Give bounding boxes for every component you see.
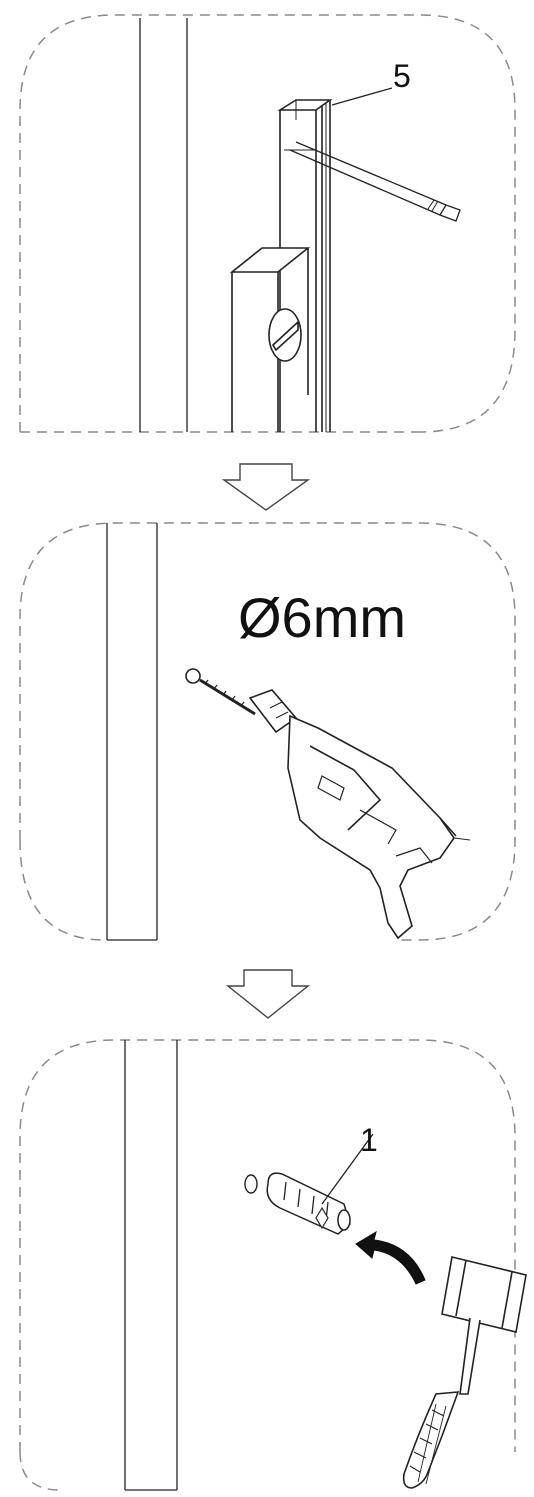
step-1-illustration <box>19 14 516 433</box>
step-2-illustration <box>19 522 516 941</box>
down-arrow-2 <box>0 968 534 1020</box>
down-arrow-icon <box>226 969 310 1019</box>
step-2-panel: Ø6mm <box>0 518 534 948</box>
wall-plug-icon <box>266 1172 351 1235</box>
dashed-frame <box>19 14 516 433</box>
cabinet-side-icon <box>277 99 333 432</box>
wall-icon <box>139 18 188 432</box>
callout-1-leader <box>321 1133 374 1205</box>
step-3-panel: 1 <box>0 1032 534 1497</box>
drill-bit-size: Ø6mm <box>238 586 406 649</box>
down-arrow-icon <box>221 463 311 511</box>
hammer-icon <box>402 1256 527 1489</box>
pencil-icon <box>289 141 461 222</box>
wall-bracket-icon <box>229 247 311 432</box>
curved-arrow-icon <box>355 1230 426 1285</box>
down-arrow-1 <box>0 462 534 512</box>
dashed-frame <box>19 522 516 941</box>
step-1-panel: 5 <box>0 0 534 440</box>
step-3-illustration <box>19 1039 527 1491</box>
drill-icon <box>185 668 471 940</box>
wall-icon <box>106 523 158 941</box>
drilled-hole-icon <box>244 1174 258 1194</box>
callout-number-5: 5 <box>393 58 411 94</box>
wall-icon <box>124 1040 178 1491</box>
callout-number-1: 1 <box>360 1122 378 1158</box>
dashed-frame <box>19 1039 516 1452</box>
callout-5-leader <box>331 87 393 106</box>
